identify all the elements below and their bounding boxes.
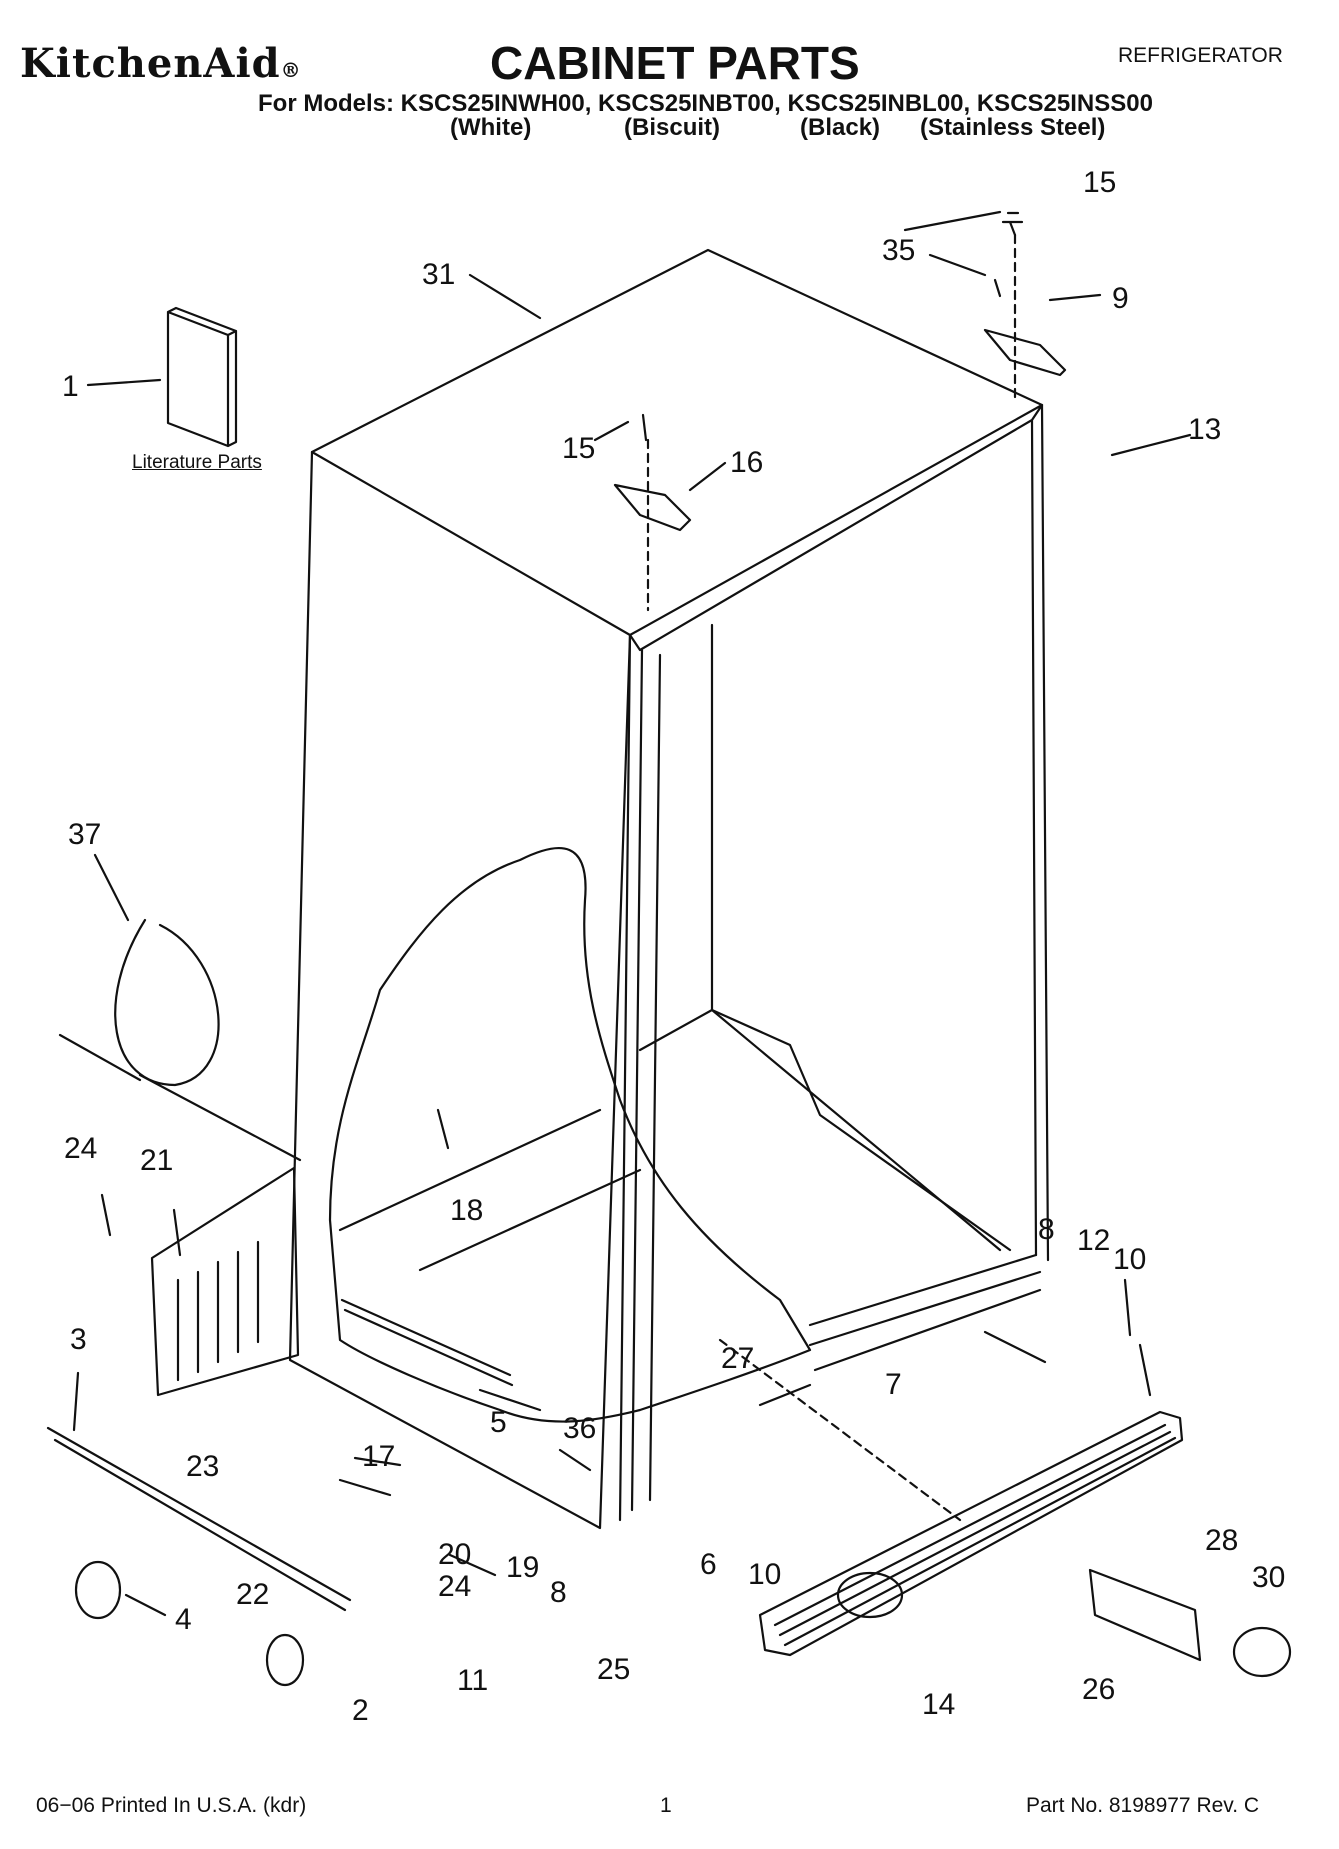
- hinge-top-center: [613, 483, 692, 532]
- callout-11: 11: [457, 1664, 489, 1697]
- variant-stainless-steel: (Stainless Steel): [920, 114, 1106, 141]
- callout-10-right: 10: [1113, 1243, 1147, 1276]
- leader-lines: [72, 210, 1192, 1617]
- callout-13: 13: [1188, 413, 1222, 446]
- callout-37: 37: [68, 818, 102, 851]
- callout-23: 23: [186, 1450, 220, 1483]
- callout-24-top: 24: [64, 1132, 98, 1165]
- callout-15-center: 15: [562, 432, 596, 465]
- callout-20: 20: [438, 1538, 472, 1571]
- callout-21: 21: [140, 1144, 174, 1177]
- brand-name: KitchenAid: [20, 40, 281, 87]
- cabinet-left-side: [288, 450, 632, 1530]
- callout-17: 17: [362, 1440, 396, 1473]
- roller-2: [265, 1633, 305, 1687]
- callout-31: 31: [422, 258, 456, 291]
- callout-4: 4: [175, 1603, 192, 1636]
- callout-10-left: 10: [748, 1558, 782, 1591]
- callout-28: 28: [1205, 1524, 1239, 1557]
- callout-22: 22: [236, 1578, 270, 1611]
- callout-26: 26: [1082, 1673, 1116, 1706]
- callout-35: 35: [882, 234, 916, 267]
- callout-1: 1: [62, 370, 79, 403]
- callout-16: 16: [730, 446, 764, 479]
- callout-2: 2: [352, 1694, 369, 1727]
- screw-15-center: [641, 413, 648, 442]
- model-list: For Models: KSCS25INWH00, KSCS25INBT00, …: [258, 90, 1153, 117]
- cabinet-cutaway: [328, 847, 812, 1423]
- callout-9: 9: [1112, 282, 1129, 315]
- cabinet-top: [310, 248, 1044, 637]
- callout-3: 3: [70, 1323, 87, 1356]
- callout-18: 18: [450, 1194, 484, 1227]
- leveling-rod: [46, 1426, 352, 1612]
- callout-25: 25: [597, 1653, 631, 1686]
- part-number: Part No. 8198977 Rev. C: [1026, 1794, 1260, 1817]
- callout-24-bottom: 24: [438, 1570, 472, 1603]
- cabinet-liner: [638, 623, 1002, 1252]
- callout-7: 7: [885, 1368, 902, 1401]
- print-info: 06−06 Printed In U.S.A. (kdr): [36, 1794, 307, 1817]
- page-title: CABINET PARTS: [490, 37, 860, 89]
- callout-30: 30: [1252, 1561, 1286, 1594]
- callout-8-right: 8: [1038, 1213, 1055, 1246]
- callout-36: 36: [563, 1412, 597, 1445]
- callout-19: 19: [506, 1551, 540, 1584]
- callout-15-top: 15: [1083, 166, 1117, 199]
- variant-black: (Black): [800, 114, 881, 141]
- screw-15-top: [1001, 211, 1024, 237]
- power-cord: [58, 918, 302, 1162]
- callout-14: 14: [922, 1688, 956, 1721]
- cabinet-front-frame: [628, 403, 1050, 1262]
- variant-biscuit: (Biscuit): [624, 114, 720, 141]
- brand-logo: KitchenAid®: [20, 40, 302, 87]
- callout-8-left: 8: [550, 1576, 567, 1609]
- water-filter: [1088, 1568, 1202, 1662]
- access-panel: [150, 1166, 300, 1397]
- filter-cap: [1232, 1626, 1292, 1678]
- appliance-category: REFRIGERATOR: [1118, 44, 1283, 67]
- literature-parts-label: Literature Parts: [132, 452, 262, 473]
- callout-5: 5: [490, 1406, 507, 1439]
- roller-4: [74, 1560, 122, 1620]
- grille: [758, 1410, 1184, 1657]
- page-number: 1: [660, 1794, 672, 1817]
- screw-35: [993, 278, 1002, 298]
- callout-27: 27: [721, 1342, 755, 1375]
- hinge-top-right: [983, 328, 1067, 377]
- variant-white: (White): [450, 114, 532, 141]
- callout-12: 12: [1077, 1224, 1111, 1257]
- brand-registered-mark: ®: [280, 58, 302, 82]
- callout-6: 6: [700, 1548, 717, 1581]
- literature-part: [166, 306, 238, 448]
